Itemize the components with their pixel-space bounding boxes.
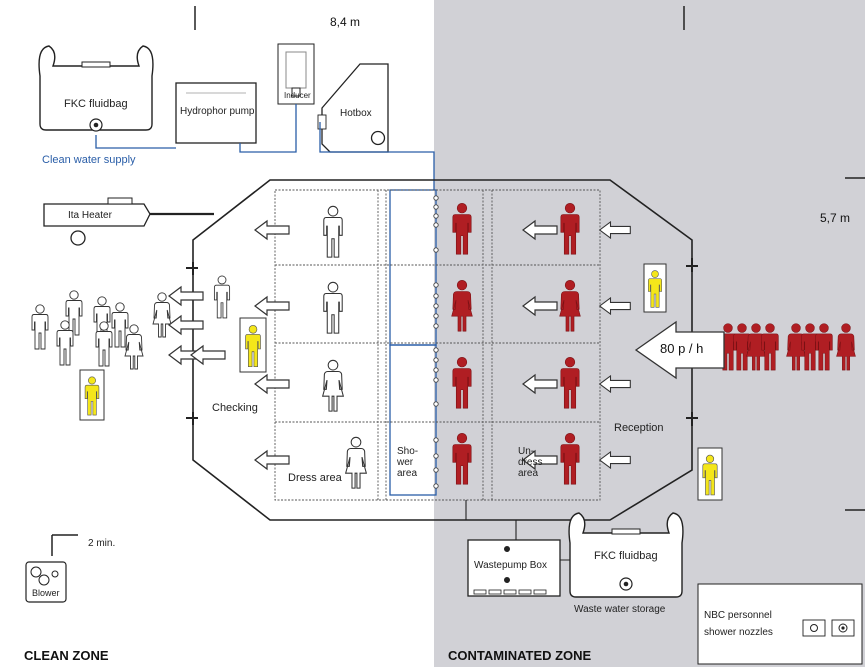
clean-person xyxy=(323,205,343,258)
nbc-personnel xyxy=(79,263,855,623)
undress-area-label: Un- dress area xyxy=(518,446,543,479)
flow-arrow xyxy=(254,296,290,316)
depth-dimension: 5,7 m xyxy=(820,211,851,225)
flow-arrow xyxy=(254,374,290,394)
hotbox-label: Hotbox xyxy=(340,108,372,119)
contaminated-zone-label: CONTAMINATED ZONE xyxy=(448,648,592,663)
lane-grid xyxy=(274,189,601,501)
clean-person xyxy=(124,324,144,370)
clean-person xyxy=(345,436,367,489)
dress-area-label: Dress area xyxy=(288,472,342,484)
flow-arrow xyxy=(190,345,226,365)
shower-nozzle xyxy=(433,437,439,443)
shower-nozzle xyxy=(433,195,439,201)
flow-arrow xyxy=(168,286,204,306)
shower-area-label: Sho- wer area xyxy=(397,446,419,479)
shower-nozzle xyxy=(433,367,439,373)
hydrophor-pump-label: Hydrophor pump xyxy=(180,106,255,117)
fluidbag-clean xyxy=(38,45,154,132)
clean-zone-label: CLEAN ZONE xyxy=(24,648,109,663)
shower-nozzle xyxy=(433,323,439,329)
ita-heater xyxy=(43,197,214,246)
blower xyxy=(25,561,67,603)
flow-arrow xyxy=(254,220,290,240)
wastepump-box xyxy=(467,539,561,597)
blower-distance: 2 min. xyxy=(88,538,116,549)
wastepump-box-label: Wastepump Box xyxy=(474,560,547,571)
shower-nozzle xyxy=(433,357,439,363)
legend-personnel-label: NBC personnel xyxy=(704,610,772,621)
clean-water-label: Clean water supply xyxy=(42,154,136,166)
legend-nozzles-label: shower nozzles xyxy=(704,627,773,638)
clean-person xyxy=(111,302,129,348)
fluidbag-clean-label: FKC fluidbag xyxy=(64,98,128,110)
clean-people xyxy=(31,205,367,489)
clean-person xyxy=(31,304,49,350)
shower-nozzle xyxy=(433,222,439,228)
tent-openings xyxy=(186,258,698,426)
shower-nozzle xyxy=(433,204,439,210)
shower-nozzle xyxy=(433,401,439,407)
blower-label: Blower xyxy=(32,588,60,598)
shower-nozzle xyxy=(433,282,439,288)
shower-nozzle xyxy=(433,293,439,299)
dimension-lines xyxy=(51,6,865,556)
fluidbag-waste-label: FKC fluidbag xyxy=(594,550,658,562)
inducer-label: Inducer xyxy=(284,91,311,100)
shower-nozzle xyxy=(433,483,439,489)
shower-nozzle xyxy=(433,467,439,473)
shower-nozzle xyxy=(433,313,439,319)
checking-label: Checking xyxy=(212,402,258,414)
clean-person xyxy=(152,292,172,338)
flow-rate-label: 80 p / h xyxy=(660,341,704,356)
shower-nozzle xyxy=(433,347,439,353)
width-dimension: 8,4 m xyxy=(330,15,361,29)
clean-person xyxy=(213,275,231,319)
waste-water-label: Waste water storage xyxy=(574,604,666,615)
heater-label: Ita Heater xyxy=(68,210,112,221)
fluidbag-waste xyxy=(568,512,684,598)
shower-nozzle xyxy=(433,247,439,253)
clean-person xyxy=(65,290,83,336)
inducer xyxy=(277,43,315,105)
clean-person xyxy=(323,281,343,334)
reception-label: Reception xyxy=(614,422,664,434)
legend-box xyxy=(697,583,863,665)
shower-nozzle xyxy=(433,303,439,309)
shower-nozzle xyxy=(433,453,439,459)
clean-person xyxy=(322,359,344,412)
flow-arrow xyxy=(254,450,290,470)
entry-arrow xyxy=(634,320,725,380)
tent-outline xyxy=(192,179,693,521)
shower-nozzle xyxy=(433,213,439,219)
flow-arrow xyxy=(168,315,204,335)
shower-nozzle xyxy=(433,377,439,383)
